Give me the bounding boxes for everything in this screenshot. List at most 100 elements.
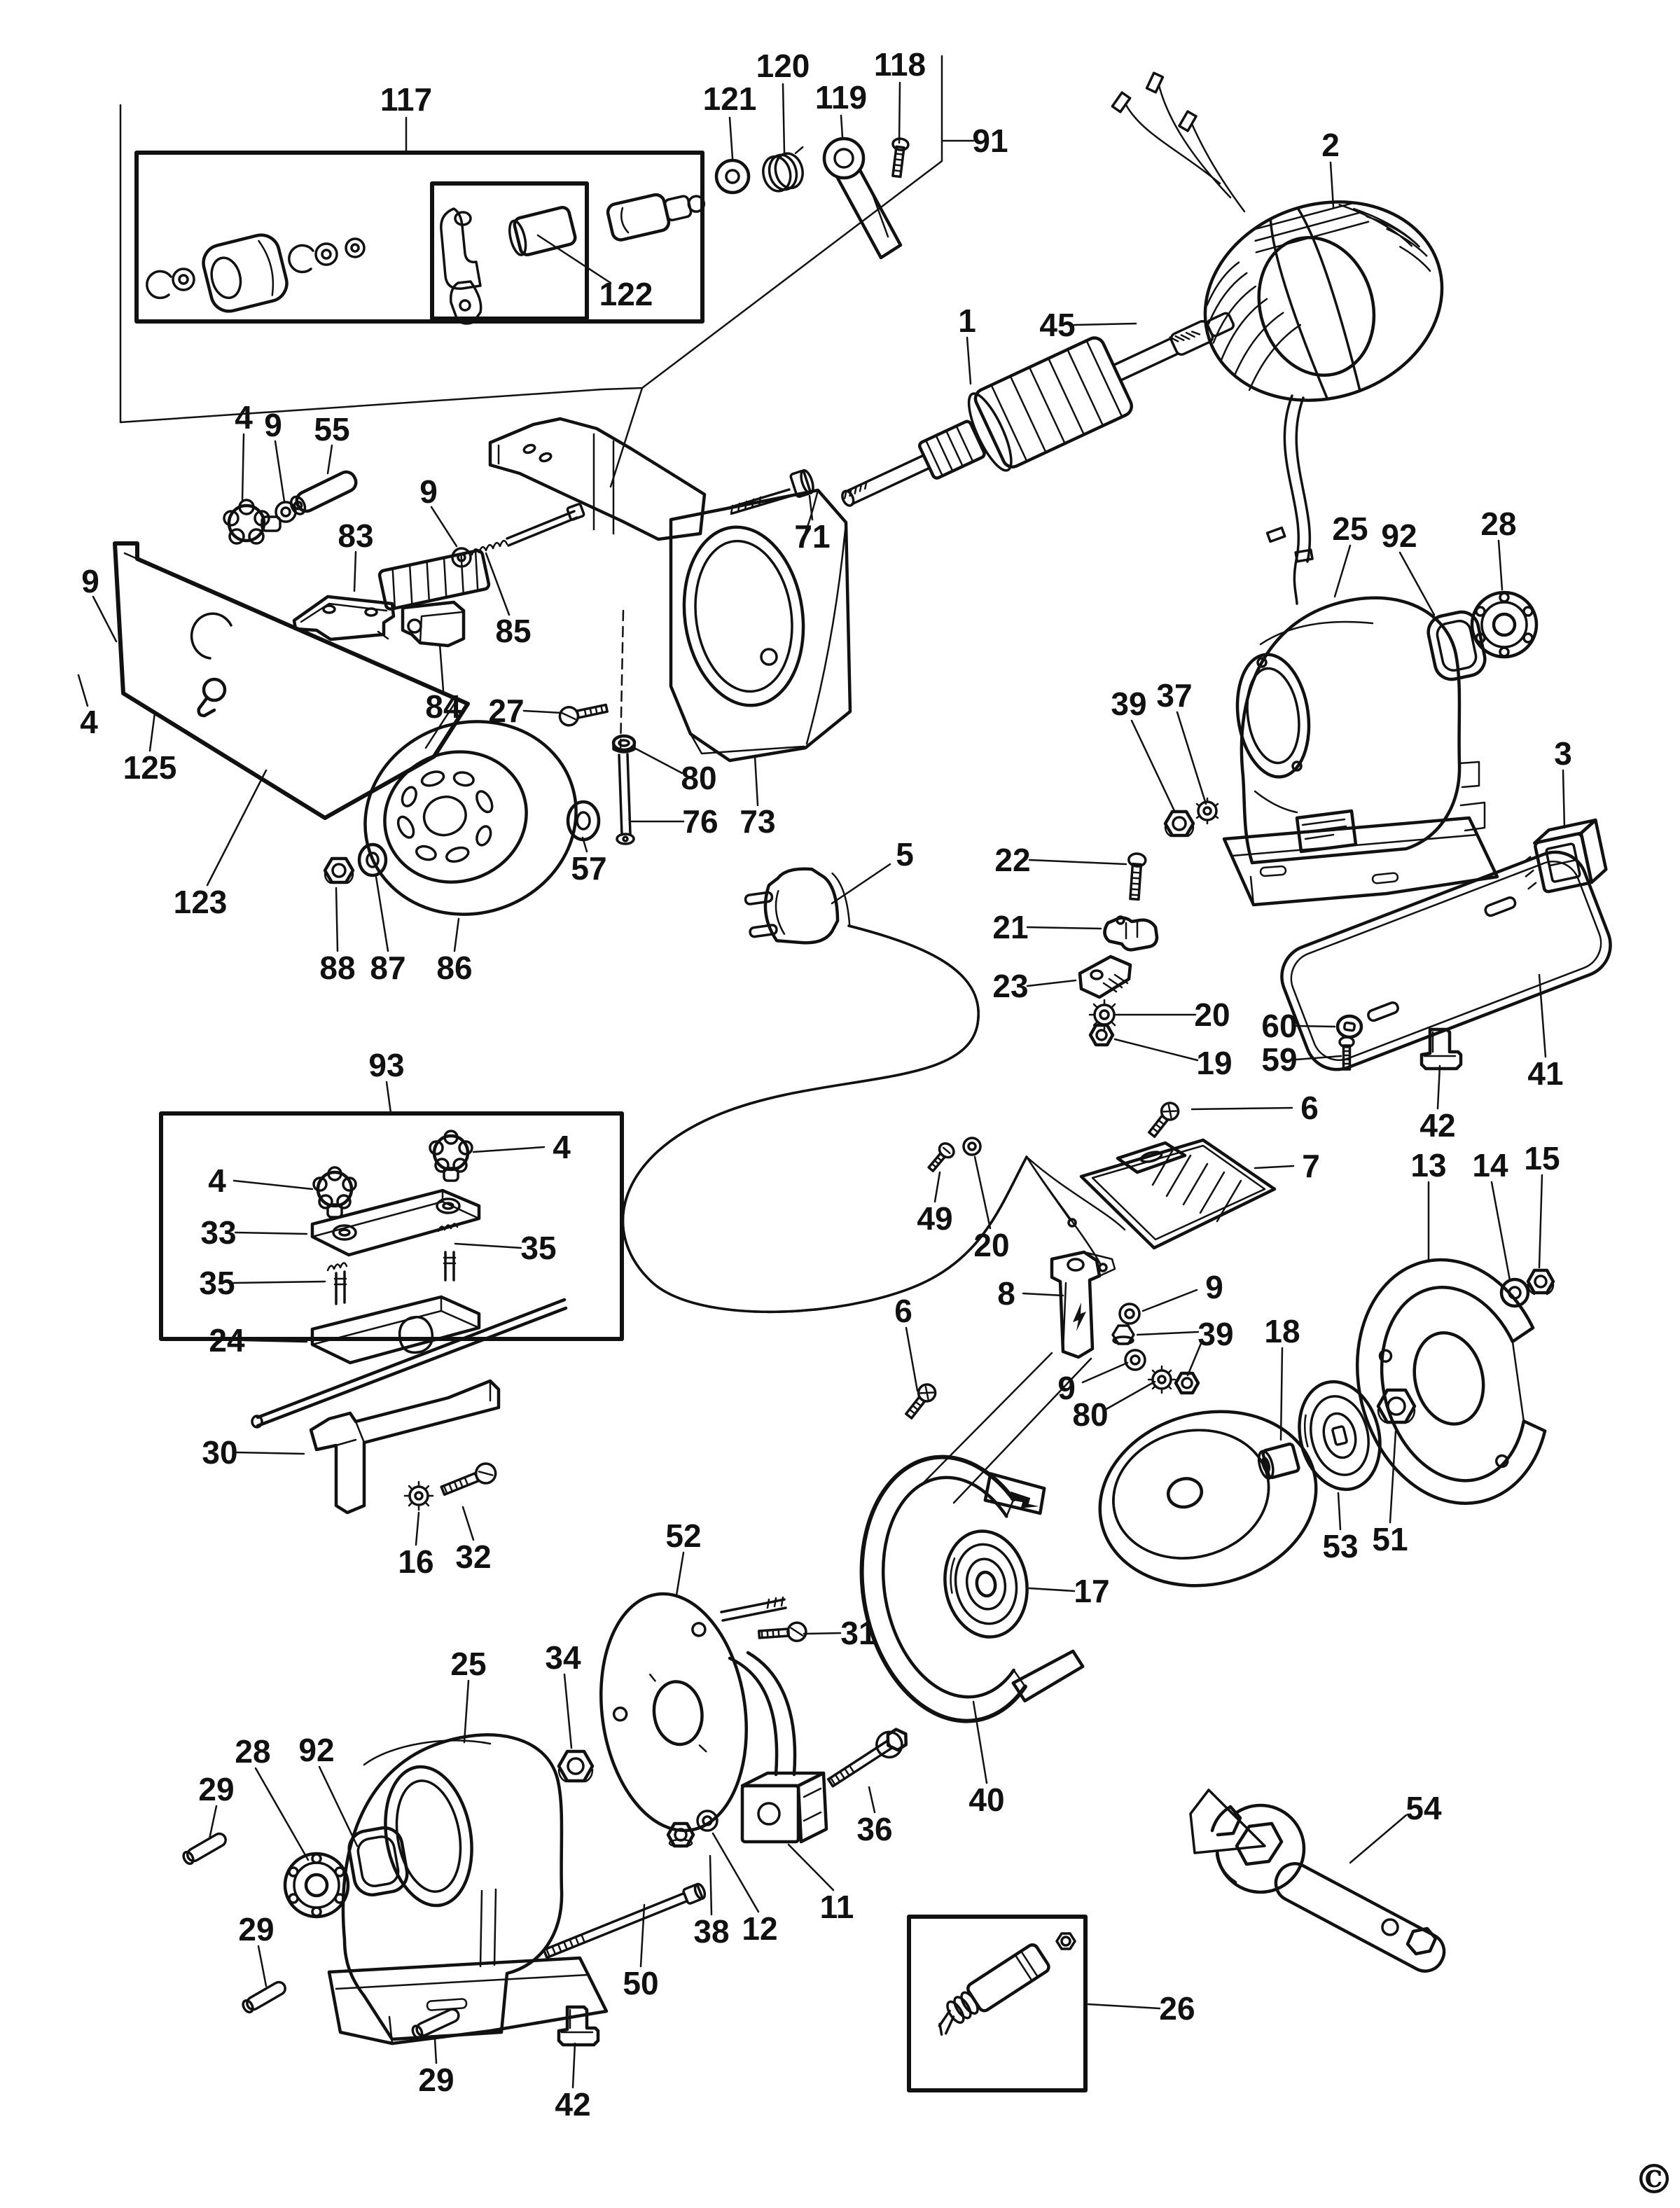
leader-line-29: [257, 1945, 268, 1987]
part-number-label-117: 117: [380, 81, 432, 118]
leader-line-30: [235, 1451, 305, 1455]
leader-line-85: [485, 552, 511, 616]
leader-line-9: [274, 440, 286, 503]
part-number-label-125: 125: [123, 749, 177, 786]
part-number-label-122: 122: [599, 276, 653, 312]
leader-line-80: [1105, 1380, 1156, 1410]
gasket-92-right: [1426, 610, 1487, 681]
washer-121: [714, 158, 751, 195]
part-number-label-35: 35: [520, 1230, 556, 1266]
leader-line-32: [461, 1506, 475, 1541]
washer-14: [1499, 1277, 1530, 1308]
part-number-label-85: 85: [495, 613, 531, 649]
screw-32: [440, 1462, 497, 1497]
leader-line-4: [472, 1146, 546, 1153]
clamp-83: [292, 595, 396, 641]
leader-line-83: [353, 550, 357, 592]
leader-lines: [77, 81, 1566, 2089]
leader-line-25: [1333, 544, 1352, 598]
leader-line-16: [415, 1511, 420, 1546]
part-number-label-2: 2: [1321, 127, 1340, 163]
part-number-label-20: 20: [1194, 997, 1230, 1033]
spark-shield-7: [1079, 1138, 1277, 1250]
leader-line-11: [787, 1843, 835, 1891]
inner-flange-17: [943, 1529, 1029, 1639]
nut-38: [666, 1821, 695, 1848]
part-number-label-14: 14: [1472, 1147, 1508, 1183]
part-number-label-28: 28: [235, 1733, 270, 1770]
leader-line-4: [241, 433, 245, 503]
leader-line-25: [463, 1679, 470, 1744]
leader-line-9: [430, 506, 458, 548]
leader-line-40: [972, 1700, 988, 1784]
bearing-28-right: [1470, 590, 1539, 659]
part-number-label-76: 76: [682, 803, 718, 840]
box-117: [134, 151, 704, 324]
part-number-label-21: 21: [992, 909, 1028, 945]
part-number-label-88: 88: [319, 950, 355, 986]
washer-12: [696, 1810, 718, 1832]
part-number-label-60: 60: [1261, 1008, 1297, 1044]
part-number-label-29: 29: [418, 2062, 454, 2098]
slide-bracket-30: [309, 1379, 501, 1515]
assembly-91-boundary: [119, 55, 943, 488]
screw-27: [558, 703, 609, 727]
clamp-plate-33: [310, 1188, 481, 1257]
leader-line-17: [1028, 1587, 1076, 1592]
leader-line-38: [709, 1854, 713, 1916]
knob-4-left: [312, 1166, 357, 1218]
part-number-label-42: 42: [555, 2086, 590, 2123]
leader-line-9: [92, 595, 118, 643]
lever-119: [822, 137, 903, 260]
part-number-label-45: 45: [1039, 307, 1075, 343]
part-number-label-4: 4: [235, 399, 253, 436]
part-number-label-37: 37: [1156, 677, 1192, 714]
leader-line-125: [148, 711, 156, 752]
part-number-label-118: 118: [874, 46, 926, 83]
knob-4-top: [223, 499, 282, 545]
part-number-label-7: 7: [1302, 1148, 1320, 1184]
part-number-label-27: 27: [488, 693, 524, 729]
part-number-label-16: 16: [398, 1543, 433, 1580]
rubber-foot-42-right: [1419, 1027, 1463, 1071]
part-number-label-30: 30: [202, 1434, 237, 1471]
part-number-label-87: 87: [370, 950, 405, 986]
nut-39-right: [1163, 810, 1195, 838]
leader-line-51: [1389, 1430, 1397, 1524]
part-number-label-83: 83: [338, 518, 373, 554]
part-number-label-5: 5: [896, 836, 914, 873]
part-number-label-51: 51: [1372, 1521, 1408, 1557]
leader-line-29: [208, 1805, 218, 1840]
part-number-label-92: 92: [1381, 518, 1417, 554]
leader-line-60: [1295, 1025, 1336, 1028]
part-number-label-29: 29: [198, 1771, 234, 1807]
part-number-label-23: 23: [992, 968, 1028, 1004]
leader-line-55: [326, 444, 333, 475]
part-number-label-38: 38: [693, 1913, 729, 1950]
saddle-spring-rod: [451, 503, 585, 568]
part-number-label-80: 80: [681, 760, 716, 796]
knob-4-right: [429, 1130, 473, 1182]
rest-assembly-93: [159, 1111, 624, 1515]
part-number-label-123: 123: [174, 884, 228, 920]
leader-line-12: [711, 1832, 760, 1913]
part-number-label-91: 91: [972, 123, 1008, 159]
rubber-foot-42-left: [557, 2005, 600, 2047]
wrench-54: [1189, 1789, 1446, 1973]
screw-31: [757, 1621, 807, 1642]
leader-line-7: [1254, 1165, 1295, 1169]
leader-line-59: [1295, 1055, 1342, 1061]
part-number-label-73: 73: [740, 803, 775, 840]
leader-line-71: [808, 494, 814, 521]
brush-assembly-26: [907, 1915, 1088, 2092]
leader-line-73: [754, 755, 759, 807]
part-number-label-11: 11: [820, 1889, 854, 1925]
leader-line-4: [232, 1179, 314, 1190]
leader-line-122: [536, 234, 612, 284]
part-number-label-6: 6: [894, 1293, 912, 1329]
part-number-label-54: 54: [1405, 1790, 1442, 1826]
nut-34: [557, 1749, 595, 1783]
leader-line-6: [1190, 1106, 1293, 1111]
part-number-label-9: 9: [1057, 1370, 1076, 1406]
